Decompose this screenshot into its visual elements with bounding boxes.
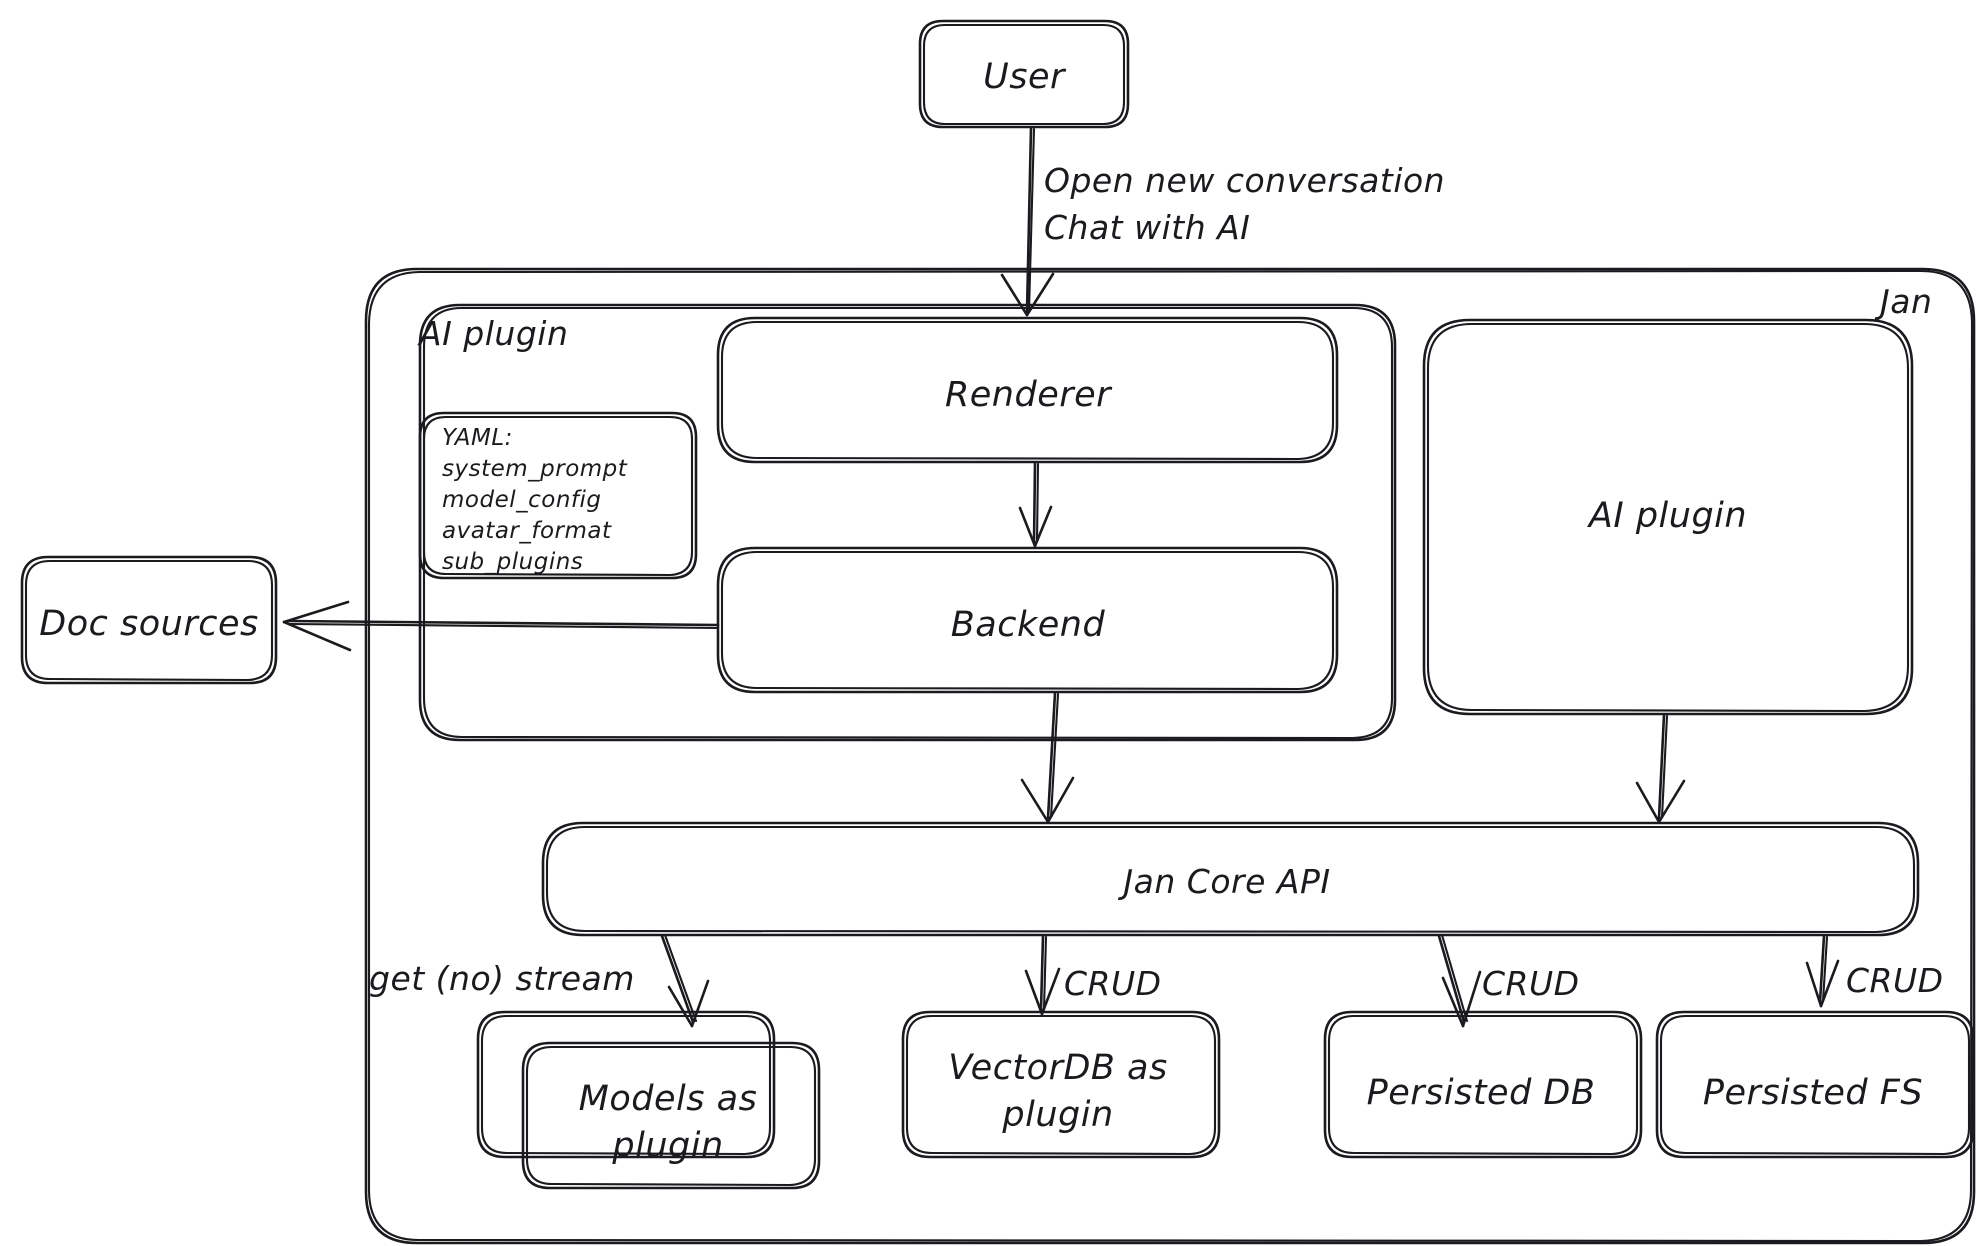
- node-user-label: User: [983, 57, 1065, 97]
- node-persisted-fs-border: [1655, 1010, 1975, 1159]
- edge-user-to-renderer-label-line2: Chat with AI: [1044, 208, 1251, 247]
- node-user-border: [918, 19, 1130, 129]
- node-persisted-db-border: [1323, 1010, 1643, 1159]
- node-backend-border: [716, 546, 1339, 694]
- yaml-card-item-3: sub_plugins: [442, 549, 584, 575]
- edge-renderer-to-backend: [1018, 461, 1053, 548]
- edge-core-to-persisted-fs-label: CRUD: [1846, 961, 1944, 1000]
- edge-aiplugin-to-core: [1635, 713, 1686, 824]
- edge-core-to-persisted-db-label: CRUD: [1482, 964, 1580, 1003]
- node-backend-label: Backend: [950, 605, 1106, 645]
- node-renderer-border: [716, 316, 1339, 464]
- group-jan-border: [364, 267, 1976, 1245]
- edge-backend-to-doc-sources: [282, 600, 720, 652]
- node-persisted-db-label: Persisted DB: [1366, 1073, 1596, 1113]
- node-models-as-plugin-back-border: [476, 1010, 776, 1159]
- node-vectordb-as-plugin-label-line1: VectorDB as: [948, 1048, 1168, 1088]
- edge-core-to-models: [660, 933, 710, 1028]
- edge-core-to-persisted-db: [1437, 933, 1482, 1028]
- node-jan-core-api-label: Jan Core API: [1123, 862, 1331, 901]
- node-yaml-card-border: [418, 411, 698, 580]
- edge-core-to-vectordb-label: CRUD: [1064, 964, 1162, 1003]
- node-models-as-plugin-label-line2: plugin: [612, 1126, 724, 1166]
- node-vectordb-as-plugin-border: [901, 1010, 1221, 1159]
- node-jan-core-api-border: [541, 821, 1920, 937]
- node-persisted-fs-label: Persisted FS: [1702, 1073, 1924, 1113]
- yaml-card-item-2: avatar_format: [442, 518, 612, 544]
- node-vectordb-as-plugin-label-line2: plugin: [1002, 1095, 1114, 1135]
- edge-core-to-models-label: get (no) stream: [369, 959, 635, 998]
- node-doc-sources-border: [20, 555, 278, 685]
- node-models-as-plugin-label-line1: Models as: [578, 1079, 758, 1119]
- yaml-card-item-1: model_config: [442, 487, 602, 513]
- node-ai-plugin-border: [1422, 318, 1914, 716]
- edge-core-to-vectordb: [1024, 934, 1061, 1016]
- node-ai-plugin-label: AI plugin: [1588, 496, 1748, 536]
- group-jan-label: Jan: [1880, 282, 1933, 321]
- node-renderer-label: Renderer: [944, 375, 1112, 415]
- group-ai-plugin-label: AI plugin: [419, 314, 569, 353]
- edge-user-to-renderer-label-line1: Open new conversation: [1044, 161, 1446, 200]
- edge-user-to-renderer: [1000, 126, 1055, 317]
- yaml-card-item-0: system_prompt: [442, 456, 628, 482]
- edge-core-to-persisted-fs: [1805, 934, 1840, 1008]
- node-models-as-plugin-border: [521, 1041, 821, 1190]
- yaml-card-header: YAML:: [442, 425, 513, 451]
- group-ai-plugin-border: [418, 303, 1397, 742]
- edge-backend-to-core: [1020, 691, 1075, 824]
- node-doc-sources-label: Doc sources: [39, 604, 259, 644]
